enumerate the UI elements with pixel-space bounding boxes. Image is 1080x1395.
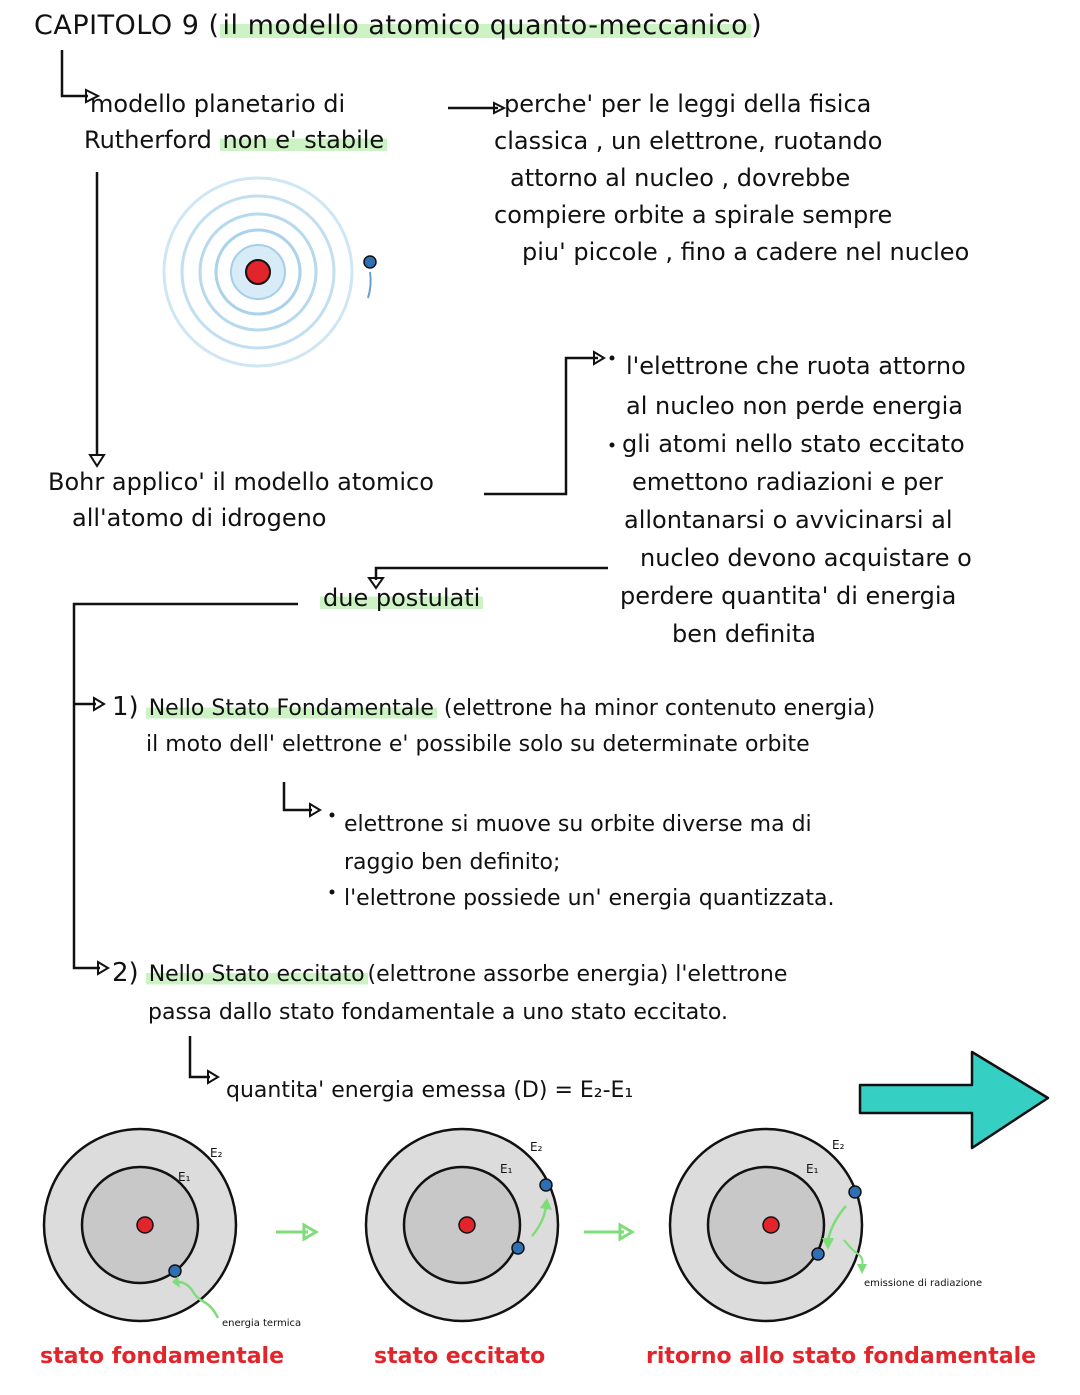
e1-label: E₁ — [178, 1170, 191, 1184]
caption-excited-state: stato eccitato — [374, 1344, 546, 1369]
electron-icon — [811, 1247, 825, 1261]
note-line: allontanarsi o avvicinarsi al — [624, 506, 953, 534]
title-bracket-line — [60, 50, 88, 98]
postulates-bracket — [72, 602, 298, 970]
note-line: emettono radiazioni e per — [632, 468, 943, 496]
energia-termica-label: energia termica — [222, 1318, 302, 1329]
note-line: l'elettrone che ruota attorno — [626, 352, 966, 380]
postulate-1-bullet: elettrone si muove su orbite diverse ma … — [344, 812, 812, 837]
nucleus-icon — [136, 1216, 154, 1234]
notes-connector — [484, 356, 598, 496]
explanation-line: compiere orbite a spirale sempre — [494, 201, 893, 229]
explanation-line: perche' per le leggi della fisica — [504, 90, 872, 118]
bohr-line-1: Bohr applico' il modello atomico — [48, 468, 434, 496]
atom-ground-state — [42, 1127, 238, 1323]
e2-label: E₂ — [210, 1146, 223, 1160]
nucleus-icon — [458, 1216, 476, 1234]
next-arrow-icon — [858, 1050, 1050, 1150]
rutherford-atom-drawing — [162, 176, 377, 368]
explanation-line: attorno al nucleo , dovrebbe — [510, 164, 851, 192]
atom-return-state — [668, 1127, 867, 1323]
rutherford-line-1: modello planetario di — [90, 90, 346, 118]
postulati-connector — [374, 566, 608, 580]
electron-icon — [363, 255, 377, 269]
electron-icon — [511, 1241, 525, 1255]
note-line: ben definita — [672, 620, 816, 648]
atom-excited-state — [364, 1127, 560, 1323]
page-title: CAPITOLO 9 (il modello atomico quanto-me… — [34, 10, 763, 41]
postulate-1-bullet: l'elettrone possiede un' energia quantiz… — [344, 886, 835, 911]
postulate-2-line-1: 2) Nello Stato eccitato(elettrone assorb… — [112, 958, 788, 988]
e1-label: E₁ — [500, 1162, 513, 1176]
nucleus-icon — [245, 259, 271, 285]
postulate-1-line-2: il moto dell' elettrone e' possibile sol… — [146, 732, 810, 757]
postulate-1-bullet: raggio ben definito; — [344, 850, 561, 875]
nucleus-icon — [762, 1216, 780, 1234]
electron-icon — [539, 1178, 553, 1192]
emissione-label: emissione di radiazione — [864, 1278, 983, 1289]
electron-icon — [168, 1264, 182, 1278]
electron-icon — [848, 1185, 862, 1199]
rutherford-line-2: Rutherford non e' stabile — [84, 126, 388, 154]
note-line: perdere quantita' di energia — [620, 582, 957, 610]
note-line: al nucleo non perde energia — [626, 392, 963, 420]
e2-label: E₂ — [832, 1138, 845, 1152]
explanation-line: classica , un elettrone, ruotando — [494, 127, 883, 155]
e1-label: E₁ — [806, 1162, 819, 1176]
note-line: gli atomi nello stato eccitato — [622, 430, 965, 458]
e2-label: E₂ — [530, 1140, 543, 1154]
postulate-2-line-2: passa dallo stato fondamentale a uno sta… — [148, 1000, 728, 1025]
explanation-line: piu' piccole , fino a cadere nel nucleo — [522, 238, 970, 266]
caption-return-state: ritorno allo stato fondamentale — [646, 1344, 1037, 1369]
postulate-1-line-1: 1) Nello Stato Fondamentale (elettrone h… — [112, 692, 876, 722]
energy-formula: quantita' energia emessa (D) = E₂-E₁ — [226, 1078, 634, 1103]
title-bracket-arrowhead — [85, 88, 101, 104]
bohr-line-2: all'atomo di idrogeno — [72, 504, 327, 532]
caption-ground-state: stato fondamentale — [40, 1344, 285, 1369]
note-line: nucleo devono acquistare o — [640, 544, 972, 572]
postulates-label: due postulati — [320, 584, 484, 612]
